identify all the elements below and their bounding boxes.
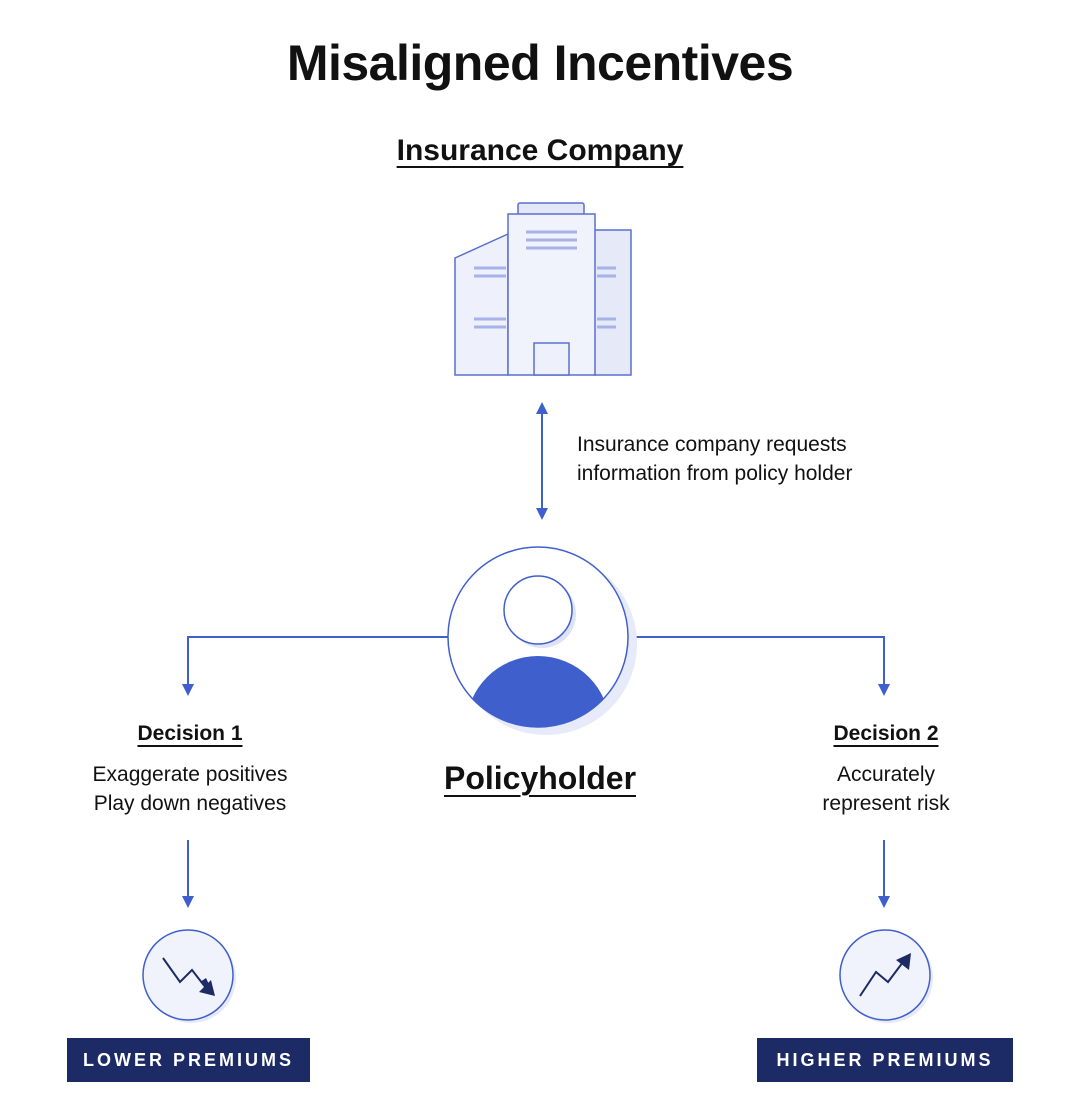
decision1-line1: Exaggerate positives [92,763,288,786]
request-note-line2: information from policy holder [577,462,853,485]
decision2-line2: represent risk [822,792,950,815]
trend-down-icon [142,929,236,1023]
request-note-line1: Insurance company requests [577,433,847,456]
request-note: Insurance company requests information f… [577,430,997,488]
decision1-line2: Play down negatives [93,792,287,815]
decision2-description: Accurately represent risk [726,760,1046,818]
office-building-icon [454,202,632,376]
decision1-title: Decision 1 [137,722,243,745]
policyholder-label: Policyholder [443,760,637,796]
decision1-description: Exaggerate positives Play down negatives [30,760,350,818]
diagram-title: Misaligned Incentives [286,35,794,91]
lower-premiums-badge: LOWER PREMIUMS [67,1038,310,1082]
decision2-title: Decision 2 [833,722,939,745]
branch-left-connector [182,636,449,696]
branch-right-connector [630,636,890,696]
higher-premiums-badge: HIGHER PREMIUMS [757,1038,1013,1082]
trend-up-icon [839,929,933,1023]
insurance-company-label: Insurance Company [396,134,684,167]
person-avatar-icon [447,546,637,735]
decision2-line1: Accurately [836,763,936,786]
